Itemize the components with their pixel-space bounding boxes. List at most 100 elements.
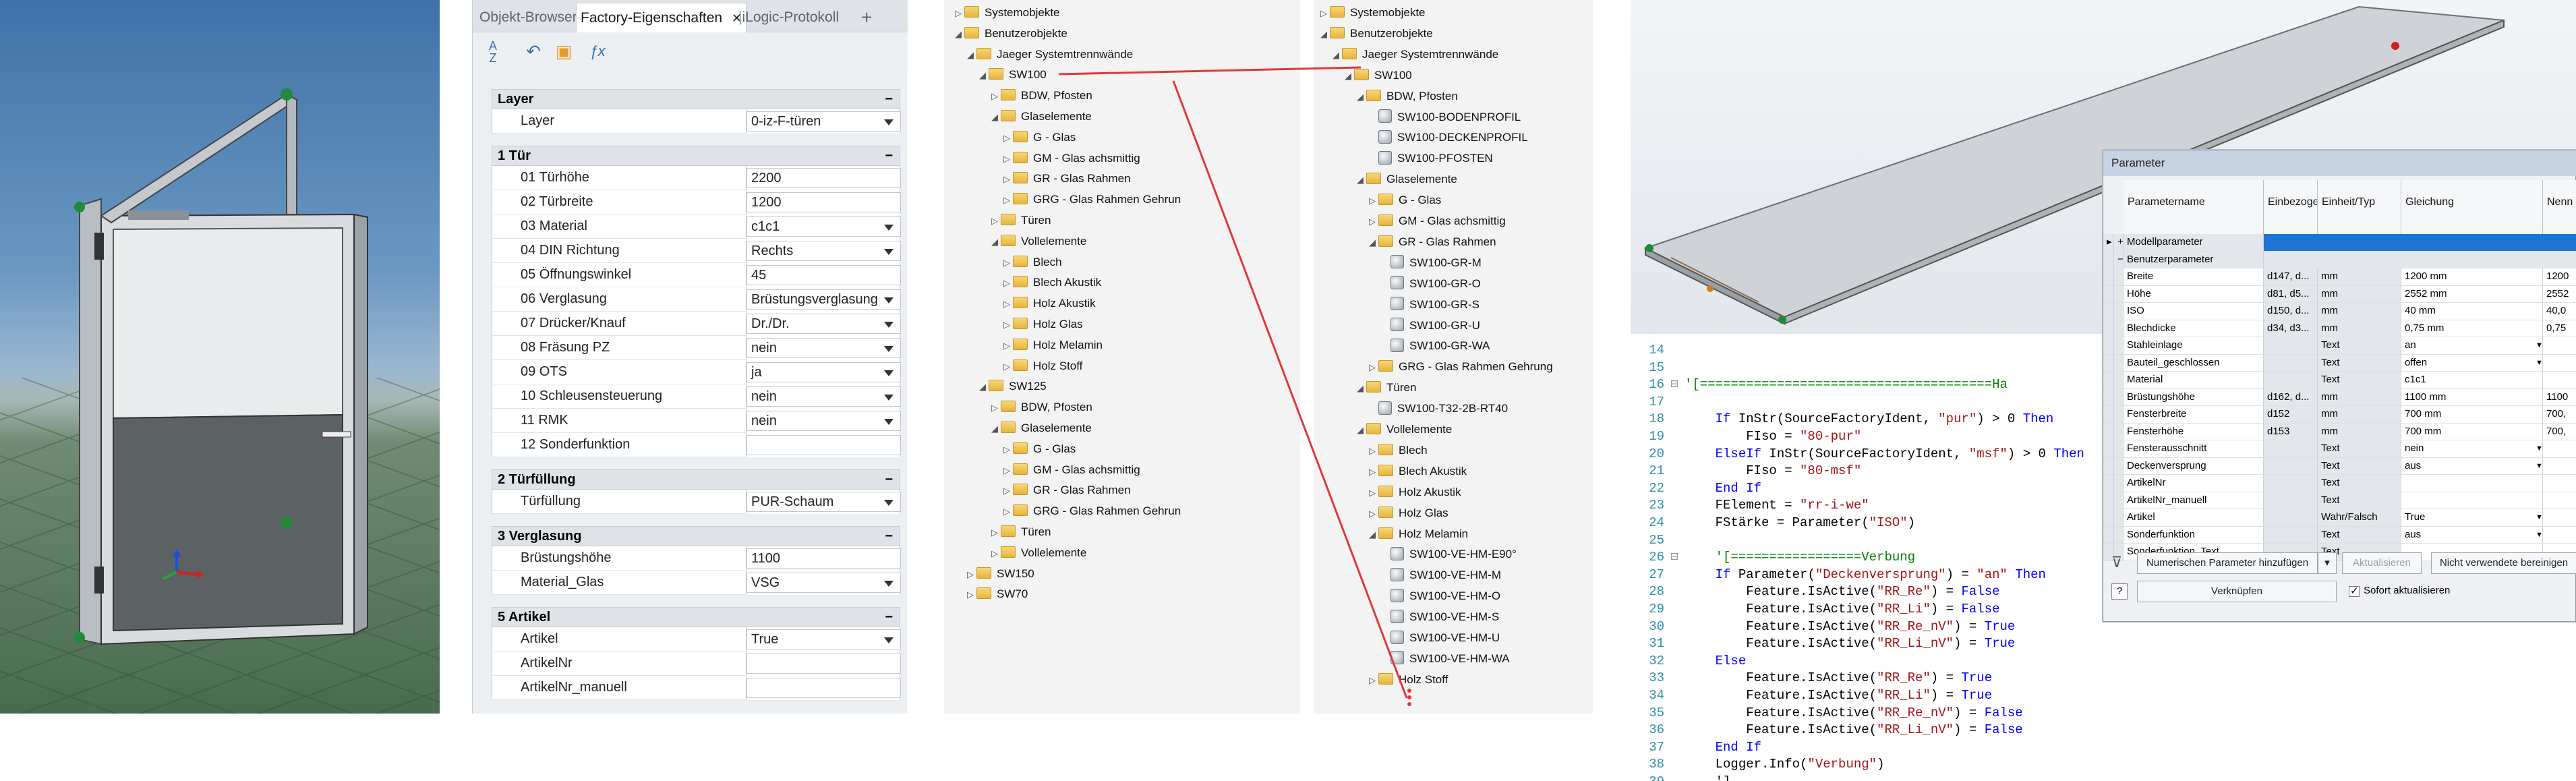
add-dropdown-icon[interactable]: ▾	[2318, 552, 2337, 574]
tree-node[interactable]: ◢Jaeger Systemtrennwände	[1330, 45, 1498, 65]
fold-icon[interactable]: ⊟	[1670, 550, 1678, 565]
parameter-name[interactable]: Sonderfunktion	[2124, 526, 2264, 544]
tree-node[interactable]: SW100-GR-U	[1378, 316, 1480, 336]
property-group-header[interactable]: 3 Verglasung−	[492, 526, 900, 546]
property-value-field[interactable]	[747, 435, 901, 455]
tree-node[interactable]: ◢Jaeger Systemtrennwände	[964, 45, 1133, 65]
parameter-unit[interactable]: Text	[2318, 492, 2401, 509]
tree-node[interactable]: ▷Türen	[989, 210, 1051, 231]
collapse-arrow-icon[interactable]: ◢	[1369, 237, 1376, 248]
dropdown-arrow-icon[interactable]: ▼	[2536, 444, 2543, 453]
tree-node[interactable]: ▷GRG - Glas Rahmen Gehrun	[1001, 501, 1181, 521]
parameter-equation[interactable]: 2552 mm	[2401, 285, 2543, 303]
parameter-name[interactable]: Höhe	[2124, 285, 2264, 303]
parameter-equation[interactable]: 1100 mm	[2401, 388, 2543, 406]
property-value-dropdown[interactable]: ja	[747, 362, 901, 382]
property-group-header[interactable]: Layer−	[492, 89, 900, 109]
filter-icon[interactable]: ⊽	[2111, 554, 2123, 571]
parameter-name[interactable]: Brüstungshöhe	[2124, 388, 2264, 406]
update-button[interactable]: Aktualisieren	[2342, 552, 2422, 574]
expand-arrow-icon[interactable]: ▷	[1369, 362, 1376, 373]
tree-node[interactable]: ▷Holz Stoff	[1366, 670, 1448, 690]
tree-node[interactable]: ◢Vollelemente	[989, 231, 1086, 252]
code-line[interactable]: 38 Logger.Info("Verbung")	[1631, 756, 1884, 774]
expand-arrow-icon[interactable]: ▷	[991, 527, 998, 538]
code-line[interactable]: 17	[1631, 394, 1685, 411]
dropdown-arrow-icon[interactable]: ▼	[2536, 341, 2543, 349]
tree-node[interactable]: ▷Blech	[1001, 252, 1062, 272]
tree-node[interactable]: ▷Holz Akustik	[1001, 293, 1096, 314]
tree-node[interactable]: ▷Blech Akustik	[1001, 272, 1101, 293]
tree-node[interactable]: SW100-GR-WA	[1378, 336, 1490, 356]
parameter-equation[interactable]: 40 mm	[2401, 303, 2543, 320]
tab-ilogic-protokoll[interactable]: |iLogic-Protokoll	[734, 3, 843, 32]
code-line[interactable]: 18 If InStr(SourceFactoryIdent, "pur") >…	[1631, 411, 2053, 428]
tree-node[interactable]: ▷Türen	[989, 522, 1051, 542]
tree-node[interactable]: ▷Blech	[1366, 440, 1428, 461]
code-line[interactable]: 26⊟ '[=================Verbung	[1631, 549, 1915, 567]
parameter-equation[interactable]: True	[2401, 509, 2543, 527]
property-value-dropdown[interactable]: VSG	[747, 573, 901, 593]
expand-arrow-icon[interactable]: ▷	[1003, 361, 1010, 372]
collapse-icon[interactable]: −	[885, 610, 893, 625]
undo-icon[interactable]: ↶	[526, 41, 541, 61]
dropdown-arrow-icon[interactable]: ▼	[2536, 530, 2543, 539]
property-value-field[interactable]	[747, 654, 901, 674]
expand-arrow-icon[interactable]: ▷	[1003, 507, 1010, 517]
property-group-header[interactable]: 2 Türfüllung−	[492, 469, 900, 490]
property-value-dropdown[interactable]: 0-iz-F-türen	[747, 111, 901, 132]
close-icon[interactable]: ✕	[731, 11, 742, 25]
code-line[interactable]: 23 FElement = "rr-i-we"	[1631, 497, 1869, 515]
code-line[interactable]: 39 ']	[1631, 774, 1730, 781]
tree-node[interactable]: ▷Vollelemente	[989, 543, 1086, 563]
dropdown-arrow-icon[interactable]: ▼	[2536, 513, 2543, 521]
parameter-unit[interactable]: Text	[2318, 354, 2401, 372]
expand-arrow-icon[interactable]: ▷	[1003, 320, 1010, 330]
property-value-dropdown[interactable]: nein	[747, 411, 901, 431]
parameter-unit[interactable]: Text	[2318, 475, 2401, 492]
parameter-name[interactable]: Fensterbreite	[2124, 406, 2264, 424]
property-value-field[interactable]: 1100	[747, 548, 901, 569]
tree-node[interactable]: ◢SW125	[976, 376, 1047, 397]
tree-node[interactable]: ▷Systemobjekte	[952, 3, 1060, 23]
tree-node[interactable]: ▷GM - Glas achsmittig	[1001, 148, 1140, 169]
tree-node[interactable]: SW100-VE-HM-E90°	[1378, 544, 1517, 565]
expand-arrow-icon[interactable]: ▷	[991, 91, 998, 102]
code-line[interactable]: 35 Feature.IsActive("RR_Re_nV") = False	[1631, 705, 2023, 722]
expand-arrow-icon[interactable]: ▷	[991, 403, 998, 413]
tree-node[interactable]: ▷GR - Glas Rahmen	[1001, 480, 1131, 500]
expand-arrow-icon[interactable]: ▷	[1003, 153, 1010, 164]
parameter-name[interactable]: Stahleinlage	[2124, 337, 2264, 355]
code-line[interactable]: 16⊟'[===================================…	[1631, 376, 2008, 394]
tree-toggle-icon[interactable]: +	[2114, 234, 2124, 252]
collapse-arrow-icon[interactable]: ◢	[1320, 28, 1327, 39]
code-line[interactable]: 19 FIso = "80-pur"	[1631, 428, 1861, 446]
dropdown-arrow-icon[interactable]: ▼	[2536, 461, 2543, 470]
collapse-arrow-icon[interactable]: ◢	[1369, 529, 1376, 540]
expand-arrow-icon[interactable]: ▷	[1369, 674, 1376, 685]
collapse-arrow-icon[interactable]: ◢	[979, 382, 986, 393]
parameter-unit[interactable]: mm	[2318, 268, 2401, 286]
code-line[interactable]: 27 If Parameter("Deckenversprung") = "an…	[1631, 567, 2046, 584]
parameter-unit[interactable]: mm	[2318, 388, 2401, 406]
parameter-name[interactable]: Bauteil_geschlossen	[2124, 354, 2264, 372]
tree-node[interactable]: ◢Glaselemente	[989, 107, 1092, 127]
tree-node[interactable]: ▷Blech Akustik	[1366, 461, 1467, 482]
property-group-header[interactable]: 5 Artikel−	[492, 607, 900, 627]
tree-node[interactable]: SW100-GR-M	[1378, 253, 1482, 273]
fold-icon[interactable]: ⊟	[1670, 377, 1678, 393]
parameter-unit[interactable]: Wahr/Falsch	[2318, 509, 2401, 527]
col-header-name[interactable]: Parametername	[2124, 180, 2264, 234]
tree-node[interactable]: ▷Holz Stoff	[1001, 356, 1082, 376]
expand-arrow-icon[interactable]: ▷	[967, 589, 974, 600]
code-line[interactable]: 15	[1631, 359, 1685, 377]
property-value-field[interactable]	[747, 678, 901, 698]
expand-arrow-icon[interactable]: ▷	[1003, 444, 1010, 455]
tree-node[interactable]: SW100-GR-O	[1378, 274, 1481, 294]
